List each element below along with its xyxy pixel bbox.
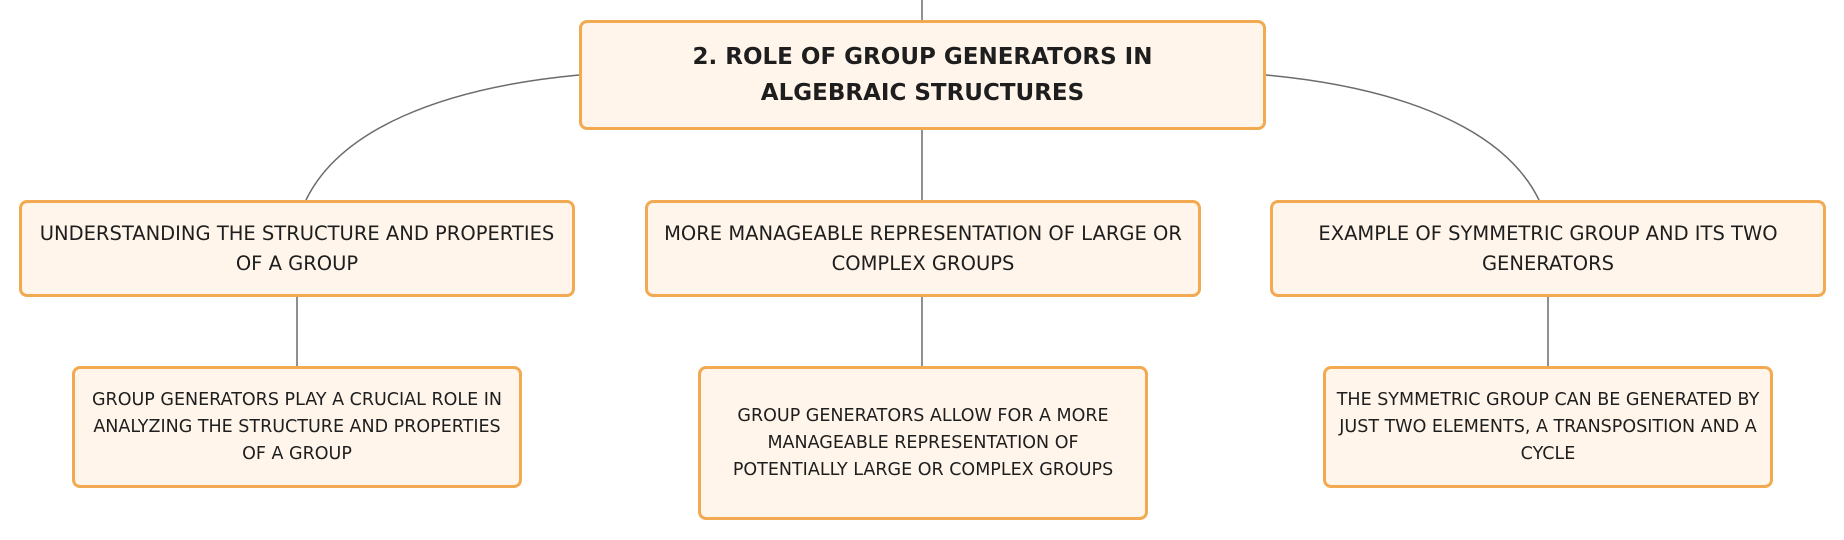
leaf-node-text: THE SYMMETRIC GROUP CAN BE GENERATED BY …: [1336, 389, 1760, 464]
branch-node-symmetric-group-example[interactable]: EXAMPLE OF SYMMETRIC GROUP AND ITS TWO G…: [1270, 200, 1826, 297]
branch-node-label: MORE MANAGEABLE REPRESENTATION OF LARGE …: [664, 221, 1182, 275]
leaf-node-symmetric-group-example[interactable]: THE SYMMETRIC GROUP CAN BE GENERATED BY …: [1323, 366, 1773, 488]
leaf-node-manageable-representation[interactable]: GROUP GENERATORS ALLOW FOR A MORE MANAGE…: [698, 366, 1148, 520]
connector-root-to-branch-1: [305, 74, 580, 201]
branch-node-structure-properties[interactable]: UNDERSTANDING THE STRUCTURE AND PROPERTI…: [19, 200, 575, 297]
branch-node-label: UNDERSTANDING THE STRUCTURE AND PROPERTI…: [39, 221, 555, 275]
leaf-node-text: GROUP GENERATORS ALLOW FOR A MORE MANAGE…: [732, 405, 1114, 480]
root-node-title: 2. ROLE OF GROUP GENERATORS IN ALGEBRAIC…: [692, 44, 1153, 106]
branch-node-label: EXAMPLE OF SYMMETRIC GROUP AND ITS TWO G…: [1318, 221, 1778, 275]
branch-node-manageable-representation[interactable]: MORE MANAGEABLE REPRESENTATION OF LARGE …: [645, 200, 1201, 297]
leaf-node-text: GROUP GENERATORS PLAY A CRUCIAL ROLE IN …: [91, 389, 503, 464]
leaf-node-structure-properties[interactable]: GROUP GENERATORS PLAY A CRUCIAL ROLE IN …: [72, 366, 522, 488]
root-node[interactable]: 2. ROLE OF GROUP GENERATORS IN ALGEBRAIC…: [579, 20, 1266, 130]
connector-root-to-branch-3: [1265, 74, 1540, 201]
